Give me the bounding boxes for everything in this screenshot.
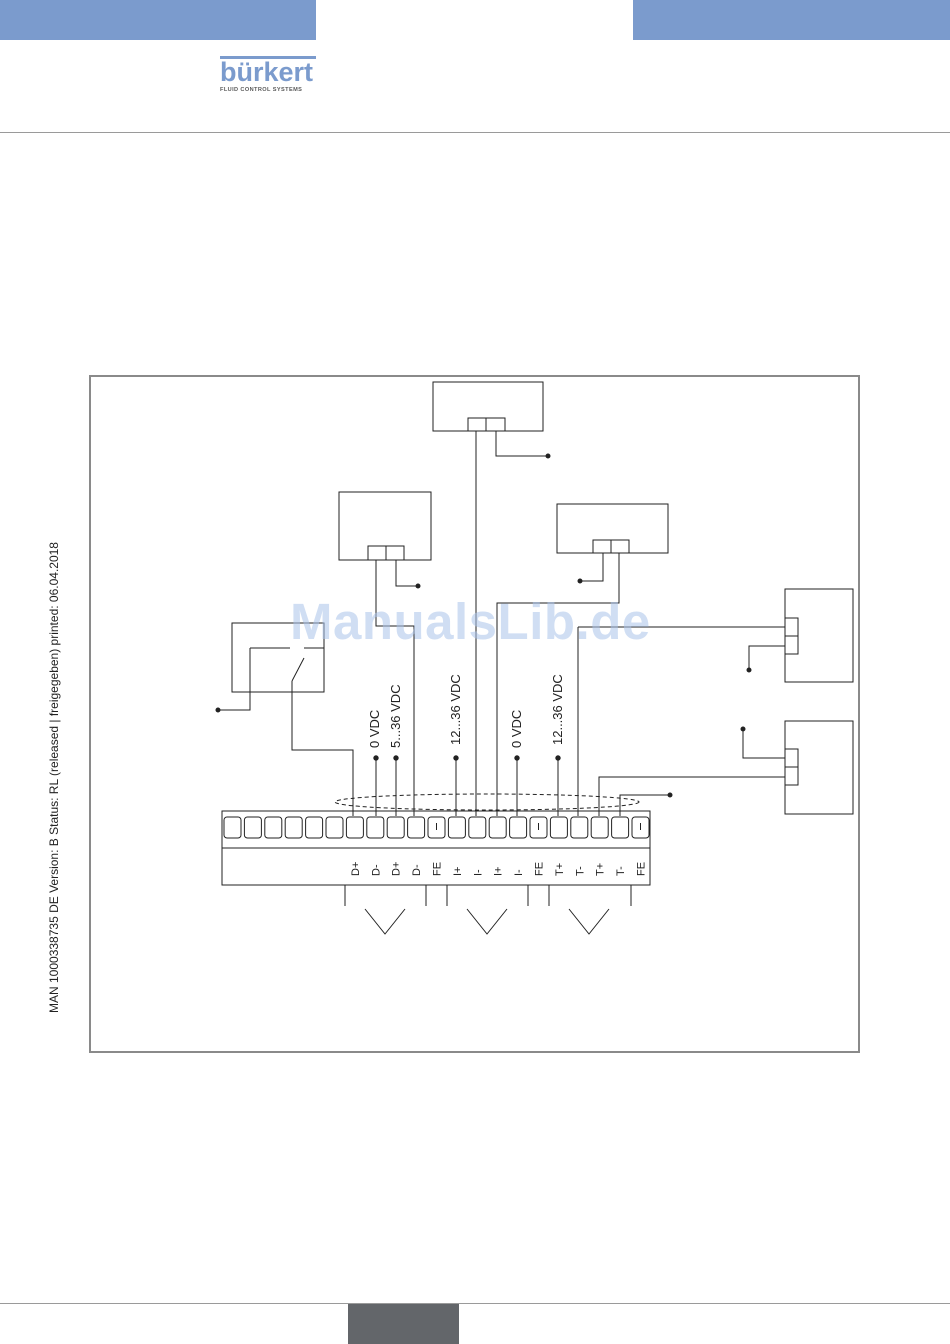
- terminal-slot: [367, 817, 384, 838]
- terminal-slot: [612, 817, 629, 838]
- voltage-label-5-36vdc: 5...36 VDC: [388, 684, 403, 748]
- voltage-taps: [374, 756, 560, 816]
- terminal-slot: [285, 817, 302, 838]
- terminal-slot: [550, 817, 567, 838]
- shield-connection: [335, 793, 672, 816]
- terminal-label: T-: [615, 866, 627, 876]
- page-number-tab: [348, 1304, 459, 1344]
- terminal-slot: [510, 817, 527, 838]
- diagram-frame: [90, 376, 859, 1052]
- terminal-label: I-: [472, 869, 484, 876]
- terminal-slot: [387, 817, 404, 838]
- terminal-slot: [448, 817, 465, 838]
- device-right-lower: [599, 721, 853, 816]
- voltage-label-0vdc-b: 0 VDC: [509, 710, 524, 748]
- terminal-label: FE: [636, 862, 648, 876]
- terminal-slot: [346, 817, 363, 838]
- terminal-slot: [265, 817, 282, 838]
- terminal-label: FE: [432, 862, 444, 876]
- voltage-label-12-36vdc-b: 12...36 VDC: [550, 674, 565, 745]
- terminal-slot: [326, 817, 343, 838]
- terminal-label: I+: [493, 867, 505, 876]
- terminal-label: I-: [513, 869, 525, 876]
- terminal-label: T-: [574, 866, 586, 876]
- terminal-label: D+: [350, 862, 362, 876]
- switch-device: [216, 623, 353, 816]
- terminal-label: D-: [411, 864, 423, 876]
- terminal-slot: [408, 817, 425, 838]
- cable-ends: [345, 885, 631, 934]
- terminal-slot: [306, 817, 323, 838]
- terminal-slot: [489, 817, 506, 838]
- voltage-label-0vdc-a: 0 VDC: [367, 710, 382, 748]
- terminal-label: T+: [595, 863, 607, 876]
- terminal-label: FE: [534, 862, 546, 876]
- terminal-slot: [224, 817, 241, 838]
- watermark: ManualsLib.de: [290, 592, 651, 651]
- voltage-label-12-36vdc-a: 12...36 VDC: [448, 674, 463, 745]
- device-right-mid: [497, 504, 668, 816]
- terminal-slot: [244, 817, 261, 838]
- terminal-label: T+: [554, 863, 566, 876]
- terminal-slot: [571, 817, 588, 838]
- terminal-slot: [591, 817, 608, 838]
- terminal-label: D-: [370, 864, 382, 876]
- footer-divider: [0, 1303, 950, 1304]
- terminal-label: D+: [391, 862, 403, 876]
- terminal-label: I+: [452, 867, 464, 876]
- terminal-slot: [469, 817, 486, 838]
